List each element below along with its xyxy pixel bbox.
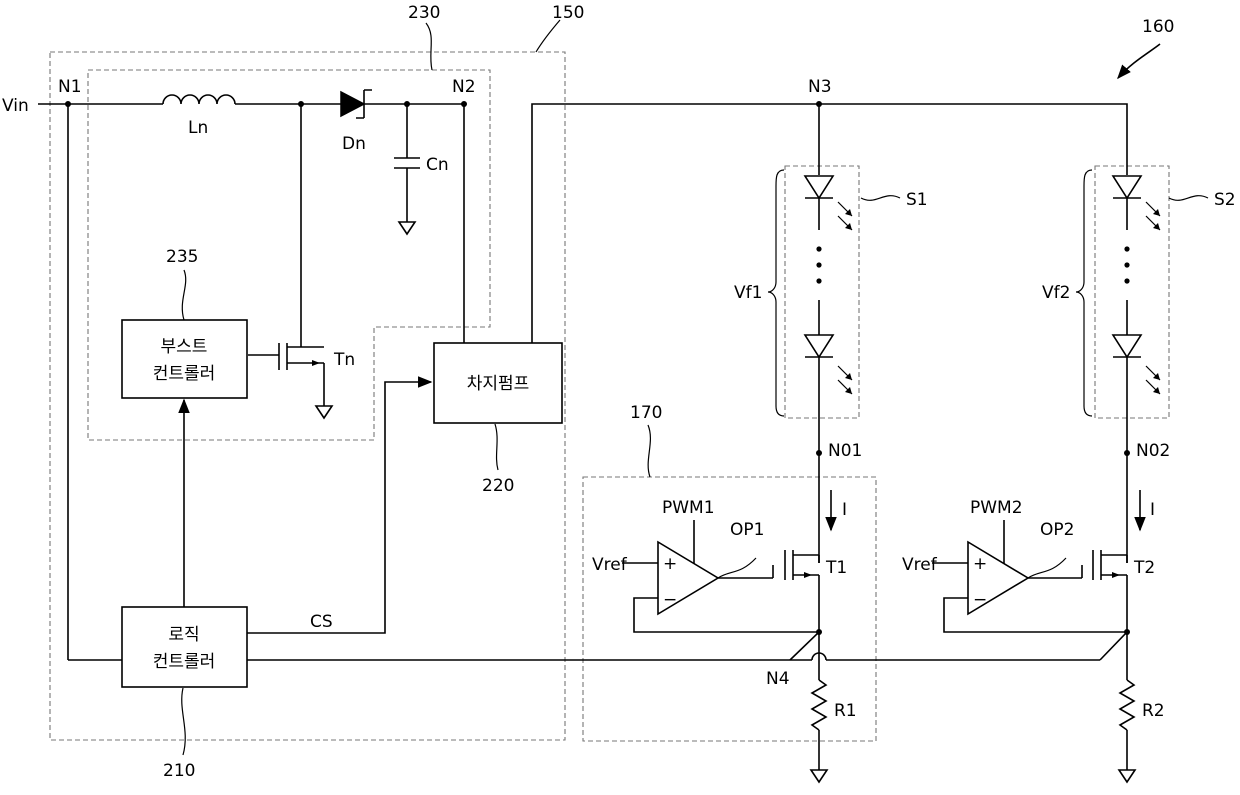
label-cn: Cn bbox=[426, 155, 449, 175]
block-170-outline bbox=[583, 477, 876, 741]
label-s1: S1 bbox=[906, 190, 928, 210]
boost-controller-label-1: 부스트 bbox=[161, 337, 208, 357]
ref-150: 150 bbox=[552, 3, 584, 23]
label-tn: Tn bbox=[333, 350, 355, 370]
op1-minus-sign: − bbox=[663, 590, 677, 610]
ref-230-leader bbox=[426, 23, 432, 70]
op2-plus-sign: + bbox=[973, 554, 987, 574]
label-vref-2: Vref bbox=[902, 555, 938, 575]
vf1-bracket bbox=[768, 170, 784, 416]
label-current-2: I bbox=[1150, 500, 1155, 520]
label-s2: S2 bbox=[1214, 190, 1236, 210]
label-pwm1: PWM1 bbox=[662, 498, 715, 518]
label-n3: N3 bbox=[808, 77, 832, 97]
label-t1: T1 bbox=[825, 558, 847, 578]
label-vf2: Vf2 bbox=[1042, 283, 1070, 303]
label-n1: N1 bbox=[58, 77, 82, 97]
ref-220-leader bbox=[495, 424, 498, 470]
diode-dn bbox=[341, 92, 364, 116]
label-vref-1: Vref bbox=[592, 555, 628, 575]
op1-plus-sign: + bbox=[663, 554, 677, 574]
label-vin: Vin bbox=[2, 96, 29, 116]
op2-minus-sign: − bbox=[973, 590, 987, 610]
ref-235: 235 bbox=[166, 247, 198, 267]
ref-220: 220 bbox=[482, 476, 514, 496]
boost-controller-block bbox=[122, 320, 247, 398]
ref-210-leader bbox=[182, 688, 186, 755]
label-r1: R1 bbox=[834, 701, 857, 721]
cs-signal-line bbox=[247, 382, 431, 633]
vf2-bracket bbox=[1076, 170, 1092, 416]
ref-170: 170 bbox=[630, 403, 662, 423]
label-n2: N2 bbox=[452, 77, 476, 97]
label-ln: Ln bbox=[188, 118, 208, 138]
ground-icon bbox=[316, 406, 332, 418]
ground-icon bbox=[811, 770, 827, 782]
ref-235-leader bbox=[182, 270, 185, 320]
resistor-r2 bbox=[1120, 680, 1134, 730]
label-t2: T2 bbox=[1133, 558, 1155, 578]
ref-170-leader bbox=[648, 425, 650, 477]
label-op1: OP1 bbox=[730, 520, 764, 540]
label-n02: N02 bbox=[1136, 441, 1170, 461]
label-pwm2: PWM2 bbox=[970, 498, 1023, 518]
logic-controller-label-2: 컨트롤러 bbox=[153, 652, 216, 672]
label-r2: R2 bbox=[1142, 701, 1165, 721]
ref-150-leader bbox=[536, 20, 560, 52]
boost-controller-label-2: 컨트롤러 bbox=[153, 364, 216, 384]
led-string-s1-outline bbox=[785, 166, 859, 418]
logic-controller-block bbox=[122, 607, 247, 687]
inductor-ln bbox=[163, 95, 235, 104]
logic-controller-label-1: 로직 bbox=[168, 625, 199, 645]
label-cs: CS bbox=[310, 612, 333, 632]
label-vf1: Vf1 bbox=[734, 283, 762, 303]
ref-210: 210 bbox=[163, 761, 195, 781]
ref-160: 160 bbox=[1142, 17, 1174, 37]
label-n4: N4 bbox=[766, 669, 790, 689]
charge-pump-label: 차지펌프 bbox=[467, 374, 530, 394]
ref-230: 230 bbox=[408, 3, 440, 23]
resistor-r1 bbox=[812, 680, 826, 730]
led-string-s2-outline bbox=[1095, 166, 1169, 418]
mosfet-t1 bbox=[785, 550, 819, 632]
mosfet-tn bbox=[248, 342, 324, 406]
label-op2: OP2 bbox=[1040, 520, 1074, 540]
ref-160-arrow bbox=[1118, 44, 1160, 78]
mosfet-t2 bbox=[1093, 550, 1127, 632]
ground-icon bbox=[1119, 770, 1135, 782]
label-dn: Dn bbox=[342, 134, 366, 154]
label-current-1: I bbox=[842, 500, 847, 520]
label-n01: N01 bbox=[828, 441, 862, 461]
ground-icon bbox=[399, 222, 415, 234]
